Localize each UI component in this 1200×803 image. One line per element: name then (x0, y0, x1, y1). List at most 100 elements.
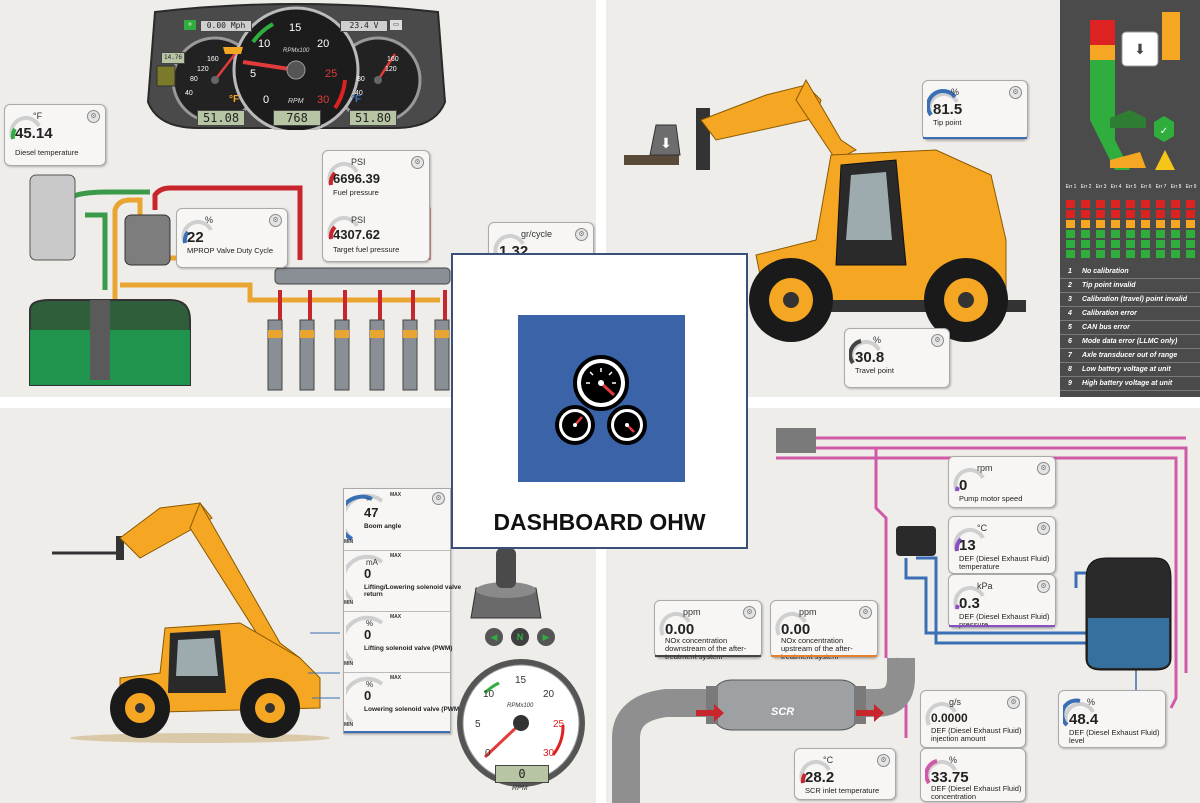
settings-gear-icon[interactable]: ⚙ (1009, 86, 1022, 99)
diesel-temperature-card: °F 45.14 Diesel temperature ⚙ (4, 104, 106, 166)
gauge-arc (953, 467, 985, 492)
tach-tick: 0 (485, 748, 491, 759)
gear-left-indicator: ◀ (485, 628, 503, 646)
right-gauge-tick: 160 (387, 56, 399, 63)
err-segment (1186, 240, 1195, 248)
def-pressure-card: kPa 0.3 DEF (Diesel Exhaust Fluid) press… (948, 574, 1056, 629)
err-column-header: Err 6 (1140, 184, 1152, 190)
err-segment (1081, 200, 1090, 208)
settings-gear-icon[interactable]: ⚙ (269, 214, 282, 227)
tach-tick: 15 (515, 675, 527, 686)
err-segment (1111, 220, 1120, 228)
err-column: Err 2 (1079, 184, 1091, 260)
lowering-pwm-value: 0 (364, 688, 372, 703)
settings-gear-icon[interactable]: ⚙ (1007, 696, 1020, 709)
boom-angle-unit: ° (366, 497, 370, 506)
tach-tick: 5 (475, 719, 481, 730)
rpm-label: RPM (288, 98, 304, 105)
gauge-arc (927, 89, 959, 117)
load-indicator-graphic: ⬇ ✓ (1090, 12, 1180, 170)
def-concentration-unit: % (949, 755, 958, 765)
lifting-return-unit: mA (366, 558, 378, 567)
boom-angle-item: MAX ° 47 Boom angle MIN (344, 489, 450, 551)
lowering-pwm-unit: % (366, 680, 374, 689)
settings-gear-icon[interactable]: ⚙ (743, 606, 756, 619)
settings-gear-icon[interactable]: ⚙ (432, 492, 445, 505)
voltage-readout: 23.4 V (340, 20, 388, 32)
settings-gear-icon[interactable]: ⚙ (859, 606, 872, 619)
left-gauge-tick: 40 (185, 90, 193, 97)
settings-gear-icon[interactable]: ⚙ (1037, 580, 1050, 593)
left-f-label: °F (229, 94, 240, 105)
err-segment (1171, 240, 1180, 248)
tach-dial (457, 659, 585, 787)
fuel-schematic (29, 174, 451, 391)
def-concentration-label: DEF (Diesel Exhaust Fluid) concentration (931, 784, 1022, 801)
settings-gear-icon[interactable]: ⚙ (1037, 522, 1050, 535)
tach-tick: 10 (483, 689, 495, 700)
lifting-pwm-unit: % (366, 619, 374, 628)
settings-gear-icon[interactable]: ⚙ (931, 334, 944, 347)
err-segment (1066, 230, 1075, 238)
gauge-arc (181, 219, 213, 244)
fuel-system-panel: 0.00 Mph » 23.4 V ▭ 14.76 0 5 10 15 20 2… (0, 0, 596, 397)
gauge-arc (953, 585, 985, 610)
err-segment (1141, 200, 1150, 208)
target-fuel-pressure-unit: PSI (351, 215, 366, 225)
gauge-arc (925, 759, 957, 785)
dashboard-title: DASHBOARD OHW (493, 509, 706, 535)
err-segment (1096, 210, 1105, 218)
err-segment (1186, 220, 1195, 228)
fuel-pressure-unit: PSI (351, 157, 366, 167)
err-segment (1171, 230, 1180, 238)
min-label: MIN (344, 722, 354, 728)
settings-gear-icon[interactable]: ⚙ (1037, 462, 1050, 475)
err-segment (1186, 200, 1195, 208)
injection-unit: gr/cycle (521, 229, 553, 239)
cluster-body (146, 3, 447, 134)
tach-tick: 25 (553, 719, 565, 730)
err-column-header: Err 8 (1170, 184, 1182, 190)
err-column: Err 9 (1184, 184, 1196, 260)
lifting-pwm-label: Lifting solenoid valve (PWM) (364, 645, 453, 652)
dashboard-logo (518, 315, 685, 482)
left-gauge-tick: 160 (207, 56, 219, 63)
boom-sensor-card: ⚙ MAX ° 47 Boom angle MIN MAX mA 0 Lifti… (343, 488, 462, 734)
target-fuel-pressure-label: Target fuel pressure (333, 245, 400, 254)
def-concentration-value: 33.75 (931, 769, 969, 786)
right-f-label: °F (351, 94, 362, 105)
tach-tick: 30 (543, 748, 555, 759)
err-column: Err 4 (1109, 184, 1121, 260)
tip-point-card: % 81.5 Tip point ⚙ (922, 80, 1028, 140)
fuel-pressure-value: 6696.39 (333, 171, 380, 186)
settings-gear-icon[interactable]: ⚙ (411, 156, 424, 169)
def-injection-label: DEF (Diesel Exhaust Fluid) injection amo… (931, 726, 1022, 743)
joystick-graphic[interactable] (466, 548, 546, 658)
gauge-arc (346, 493, 384, 541)
tach-tick: 20 (317, 38, 330, 50)
err-segment (1171, 220, 1180, 228)
settings-gear-icon[interactable]: ⚙ (877, 754, 890, 767)
err-segment (1126, 240, 1135, 248)
left-lcd: 51.08 (197, 110, 245, 126)
scr-catalyst-label: SCR (771, 706, 795, 718)
def-pressure-label: DEF (Diesel Exhaust Fluid) pressure (959, 612, 1050, 629)
err-segment (1156, 230, 1165, 238)
card-accent-bar (655, 655, 761, 657)
mprop-value: 22 (187, 229, 204, 246)
card-accent-bar (923, 137, 1027, 139)
right-gauge-tick: 80 (357, 76, 365, 83)
err-column-header: Err 4 (1110, 184, 1122, 190)
err-segment (1096, 240, 1105, 248)
settings-gear-icon[interactable]: ⚙ (575, 228, 588, 241)
rpm-label: RPM (512, 785, 528, 792)
err-segment (1096, 230, 1105, 238)
settings-gear-icon[interactable]: ⚙ (87, 110, 100, 123)
err-segment (1126, 230, 1135, 238)
err-column: Err 3 (1094, 184, 1106, 260)
err-column-header: Err 1 (1065, 184, 1077, 190)
gauge-arc (9, 115, 41, 140)
tach-tick: 0 (263, 94, 270, 106)
